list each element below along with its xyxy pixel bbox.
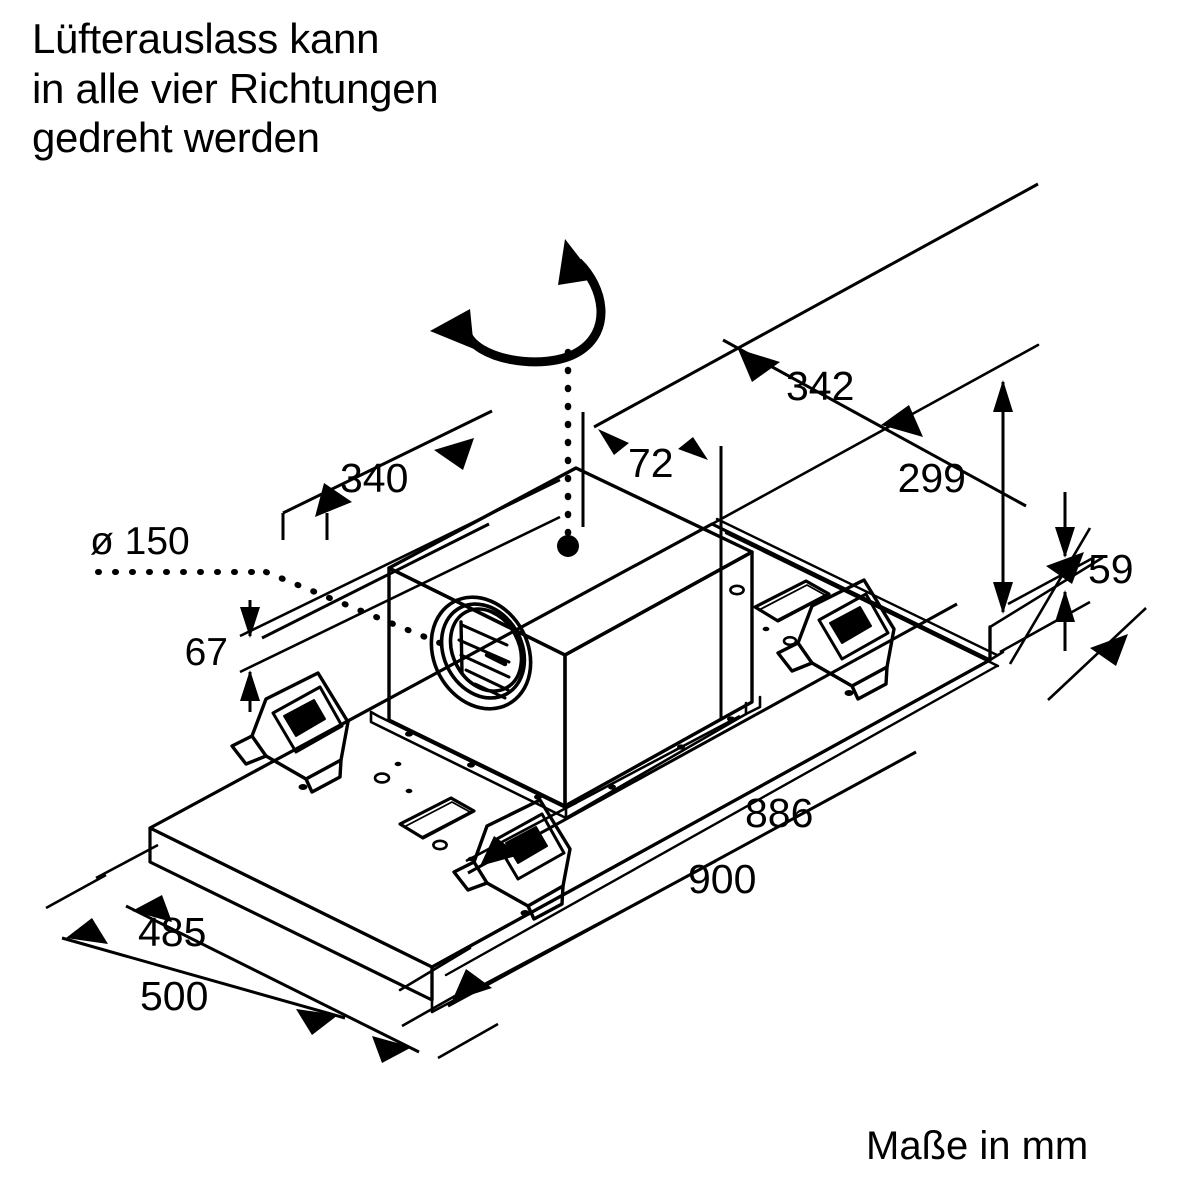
dim-label-485: 485 xyxy=(138,909,206,955)
panel-plate-left xyxy=(398,796,476,840)
dim-label-340: 340 xyxy=(340,455,408,501)
dim-label-59: 59 xyxy=(1088,546,1134,592)
dim-67-arrow-down xyxy=(240,607,260,638)
dim-label-900: 900 xyxy=(688,856,756,902)
dim-67-arrow-up xyxy=(240,670,260,701)
page-title: Lüfterauslass kann in alle vier Richtung… xyxy=(32,15,439,162)
dim-342 xyxy=(593,182,1039,508)
dim-72-arrows xyxy=(598,429,708,460)
dim-485-arrows xyxy=(132,895,412,1063)
dim-leader-diameter-150 xyxy=(95,569,455,651)
extension-lines xyxy=(148,343,1104,1014)
mounting-clamp-left xyxy=(230,671,350,794)
dim-label-342: 342 xyxy=(786,363,854,409)
dim-340 xyxy=(261,409,493,640)
rotation-arrow-head-top xyxy=(558,239,596,285)
dim-label-diameter-150: ø 150 xyxy=(90,520,190,563)
dim-72 xyxy=(581,412,723,720)
panel-holes xyxy=(373,584,798,862)
dim-59-arrow-down xyxy=(1055,527,1075,558)
rotation-axis-dot xyxy=(557,535,579,557)
dim-340-arrows xyxy=(315,438,474,517)
panel-plate-right xyxy=(753,579,831,623)
dim-299-arrow-up xyxy=(993,380,1013,412)
panel-rim-edge xyxy=(715,517,999,657)
dim-label-72: 72 xyxy=(628,440,674,486)
dim-59-arrow-up xyxy=(1055,590,1075,622)
dim-label-500: 500 xyxy=(140,973,208,1019)
rotation-arrow-head-left xyxy=(430,309,474,349)
dim-67 xyxy=(239,478,561,712)
dim-label-67: 67 xyxy=(185,631,228,674)
dim-500 xyxy=(45,873,499,1060)
duct-outlet-ring xyxy=(429,595,533,711)
dim-886 xyxy=(465,527,1092,875)
mounting-clamp-right xyxy=(776,578,896,701)
dim-299-arrow-down xyxy=(993,582,1013,614)
duct-outlet-louvers xyxy=(457,620,511,700)
units-note: Maße in mm xyxy=(866,1124,1089,1168)
dim-label-299: 299 xyxy=(898,455,966,501)
rotation-arrow-icon xyxy=(461,258,606,367)
dim-500-arrows xyxy=(66,918,338,1035)
